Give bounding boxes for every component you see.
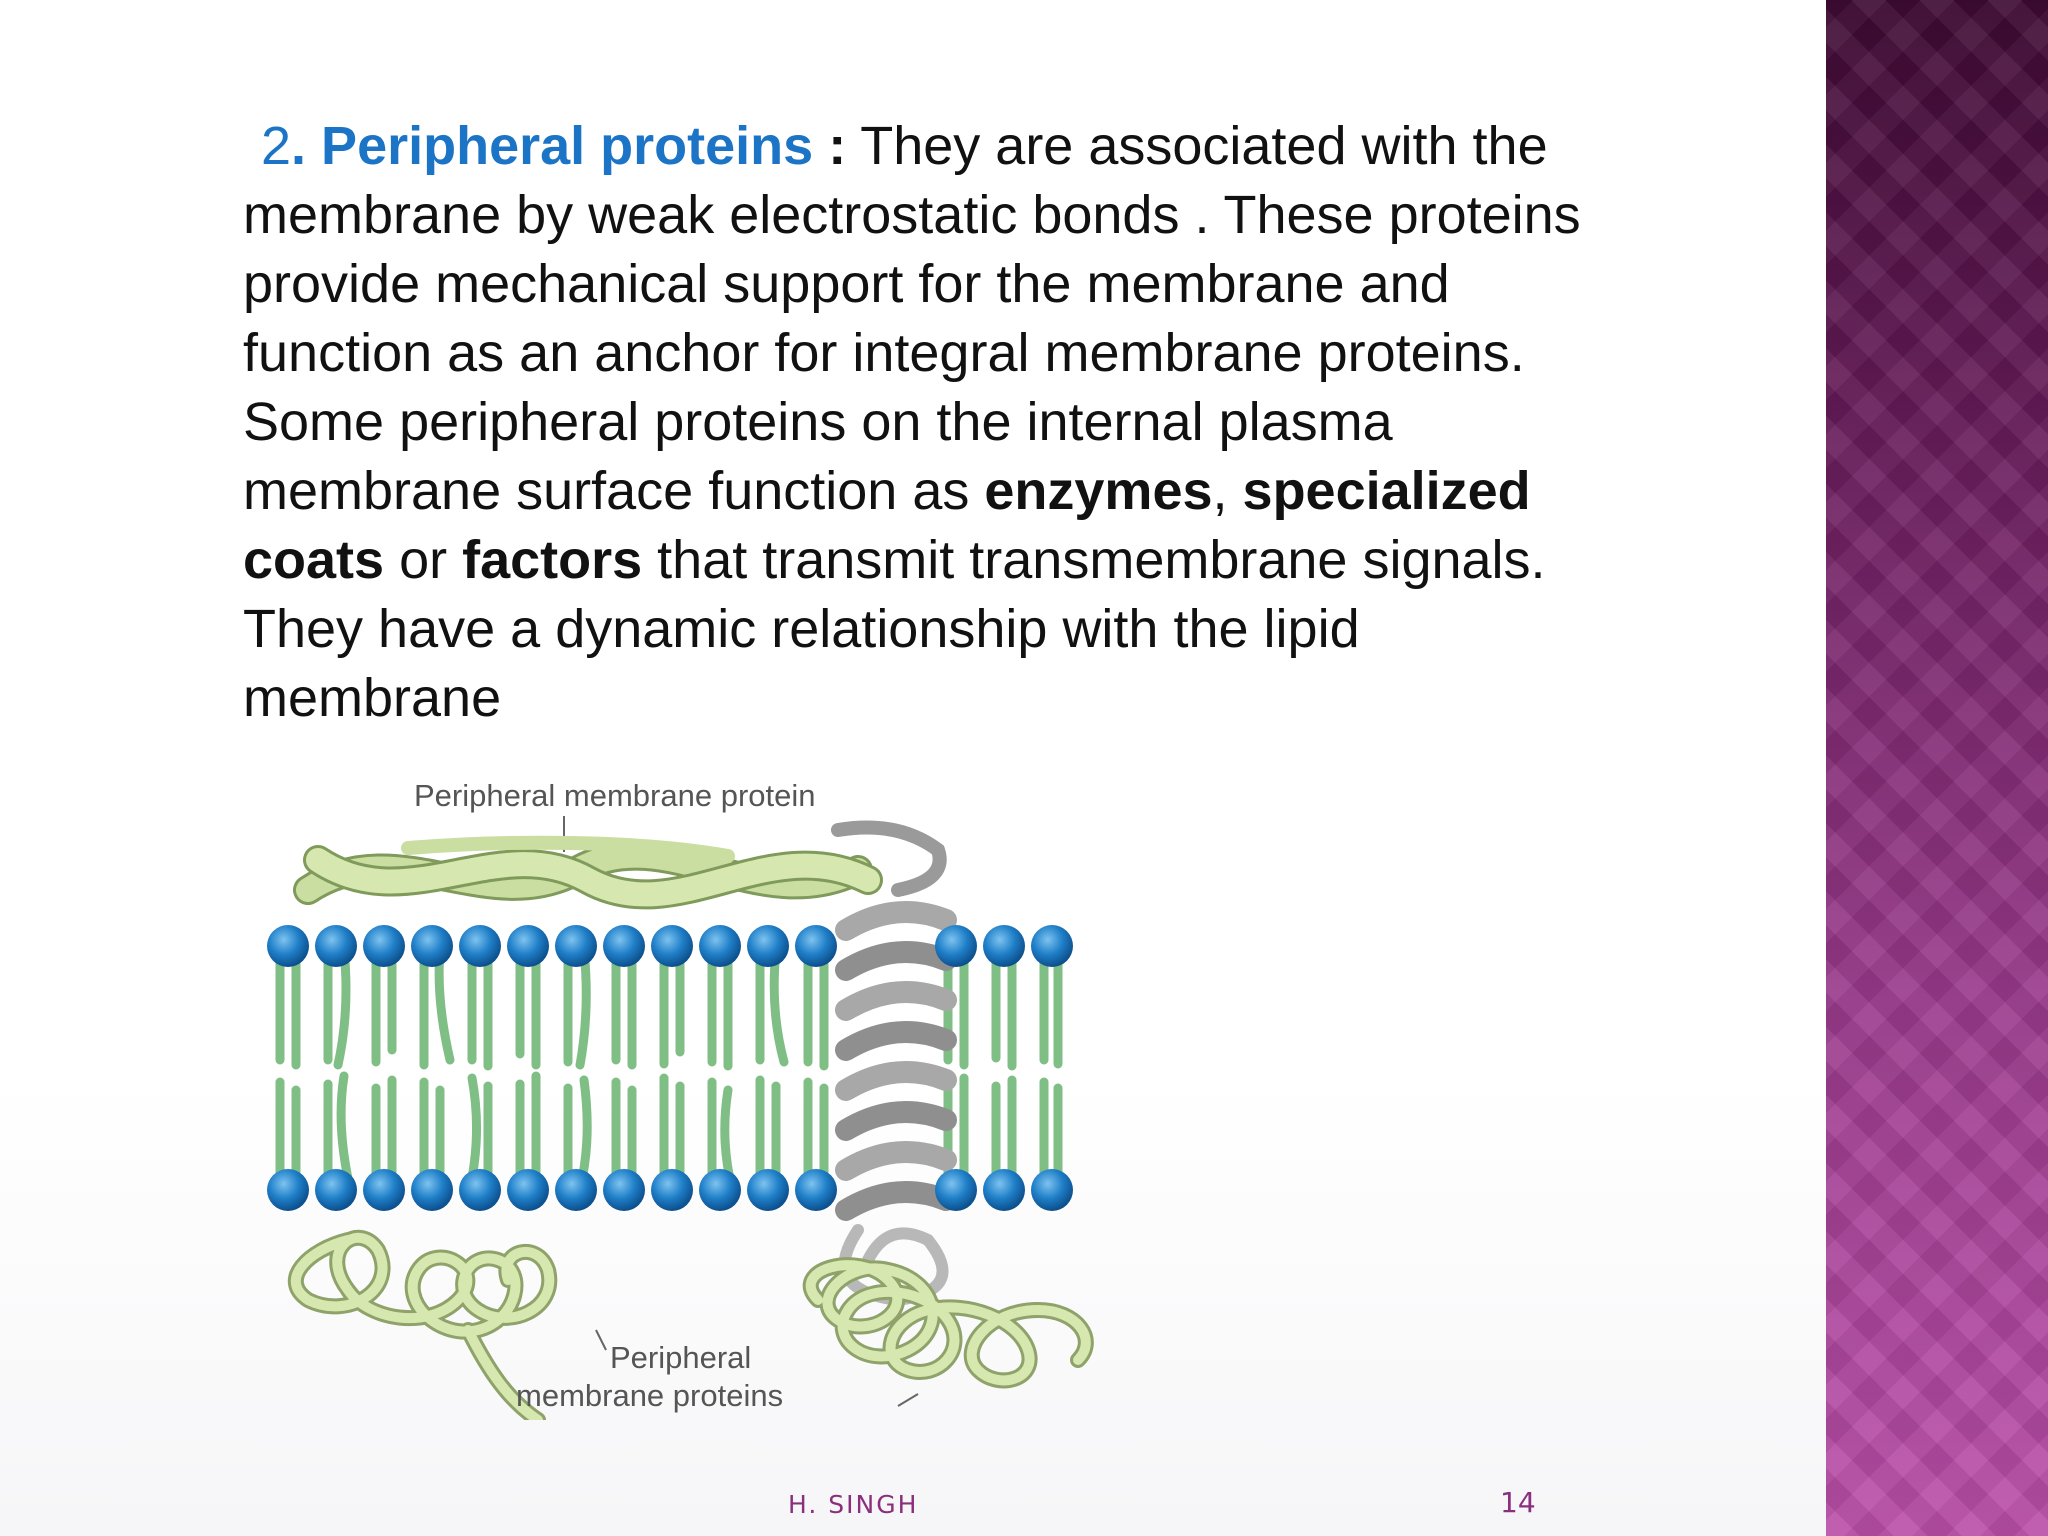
term-enzymes: enzymes <box>984 461 1213 521</box>
heading-term: . Peripheral proteins <box>291 116 814 176</box>
membrane-diagram-svg: Peripheral membrane protein <box>267 778 1094 1420</box>
slide-body: 2. Peripheral proteins : They are associ… <box>243 112 1623 733</box>
decorative-side-band <box>1826 0 2048 1536</box>
label-bottom-line-1: Peripheral <box>610 1340 751 1375</box>
membrane-diagram: Peripheral membrane protein <box>258 770 1358 1420</box>
label-bottom-pointer-left <box>595 1329 607 1351</box>
body-text-2: that transmit transmembrane signals. The… <box>243 530 1546 728</box>
peripheral-protein-bottom-right <box>802 1257 1094 1389</box>
body-paragraph: 2. Peripheral proteins : They are associ… <box>243 112 1623 733</box>
label-top: Peripheral membrane protein <box>414 778 816 813</box>
footer-author: H. SINGH <box>788 1490 919 1519</box>
page-number: 14 <box>1500 1486 1536 1519</box>
label-bottom-line-2: membrane proteins <box>516 1378 783 1413</box>
lipid-heads-lower <box>267 1169 1073 1211</box>
heading-number: 2 <box>261 116 292 176</box>
peripheral-protein-top <box>293 835 883 910</box>
peripheral-protein-bottom-left <box>287 1229 558 1420</box>
integral-protein-helix <box>831 820 957 1307</box>
lipid-heads-upper <box>267 925 1073 967</box>
heading-colon: : <box>813 116 847 176</box>
body-text-1: They are associated with the membrane by… <box>243 116 1581 521</box>
separator-2: or <box>384 530 463 590</box>
label-bottom-pointer-right <box>897 1393 919 1407</box>
term-factors: factors <box>462 530 643 590</box>
separator-1: , <box>1212 461 1243 521</box>
term-specialized-coats: specialized coats <box>243 461 1531 590</box>
